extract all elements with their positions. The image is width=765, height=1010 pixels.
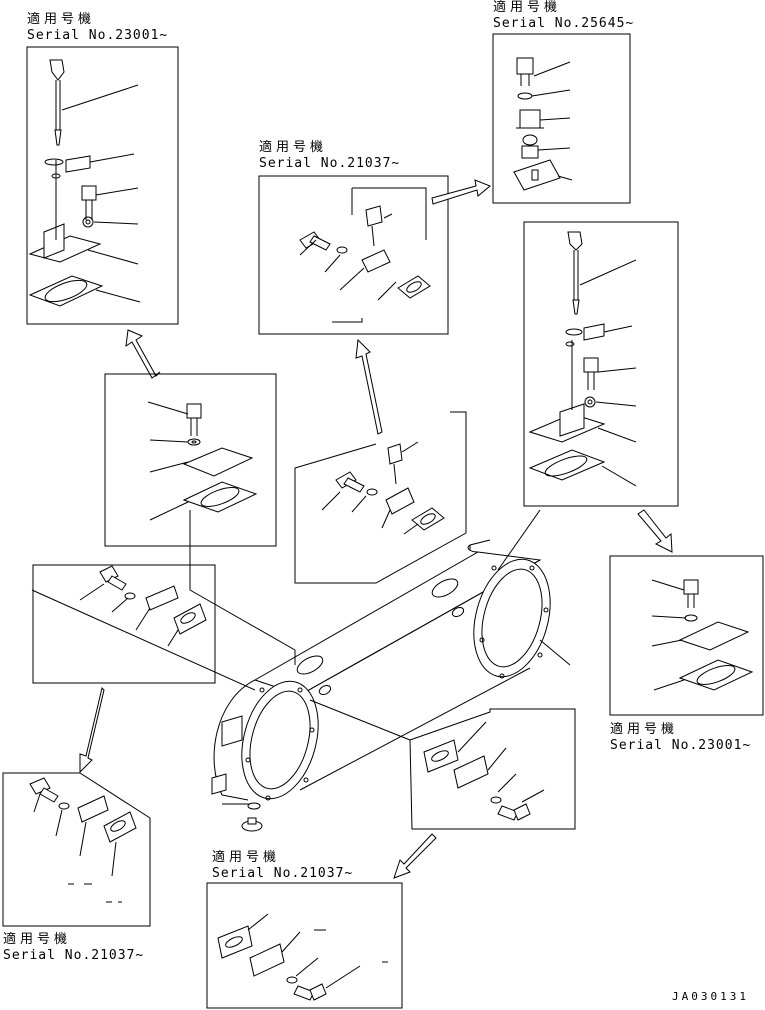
box-top-right	[492, 33, 631, 204]
arrow-to-bottom-left	[79, 687, 105, 774]
label-right-lower-ja: 適用号機	[610, 722, 679, 737]
label-bottom-middle-serial: Serial No.21037~	[212, 866, 354, 881]
label-right-lower-serial: Serial No.23001~	[610, 738, 752, 753]
label-bottom-left: 適用号機 Serial No.21037~	[3, 932, 144, 964]
box-middle-left	[32, 564, 216, 684]
label-top-left-ja: 適用号機	[27, 12, 96, 27]
label-top-right: 適用号機 Serial No.25645~	[493, 0, 634, 32]
drawing-code: JA030131	[672, 990, 749, 1003]
box-bottom-middle	[206, 882, 403, 1009]
label-right-lower: 適用号機 Serial No.23001~	[610, 722, 751, 754]
arrow-to-upper-middle	[355, 338, 383, 435]
main-housing	[211, 539, 551, 832]
box-upper-left	[104, 373, 277, 547]
arrow-to-top-right	[431, 179, 491, 205]
label-upper-middle: 適用号機 Serial No.21037~	[259, 140, 400, 172]
arrow-to-right-lower	[637, 509, 673, 553]
label-upper-middle-serial: Serial No.21037~	[259, 156, 401, 171]
box-bottom-left	[2, 772, 151, 927]
box-top-left	[26, 46, 179, 325]
label-top-left-serial: Serial No.23001~	[27, 28, 169, 43]
label-top-right-ja: 適用号機	[493, 0, 562, 15]
label-upper-middle-ja: 適用号機	[259, 140, 328, 155]
arrow-to-bottom-middle	[393, 833, 437, 879]
box-right	[523, 221, 679, 507]
box-center	[294, 411, 467, 584]
label-top-left: 適用号機 Serial No.23001~	[27, 12, 168, 44]
arrow-to-top-left	[125, 329, 161, 379]
label-top-right-serial: Serial No.25645~	[493, 16, 635, 31]
box-right-lower	[609, 555, 764, 716]
box-upper-middle	[258, 175, 449, 335]
label-bottom-middle: 適用号機 Serial No.21037~	[212, 850, 353, 882]
label-bottom-left-ja: 適用号機	[3, 932, 72, 947]
label-bottom-left-serial: Serial No.21037~	[3, 948, 145, 963]
label-bottom-middle-ja: 適用号機	[212, 850, 281, 865]
box-lower-right	[409, 708, 576, 830]
housing-leaders	[31, 509, 571, 805]
